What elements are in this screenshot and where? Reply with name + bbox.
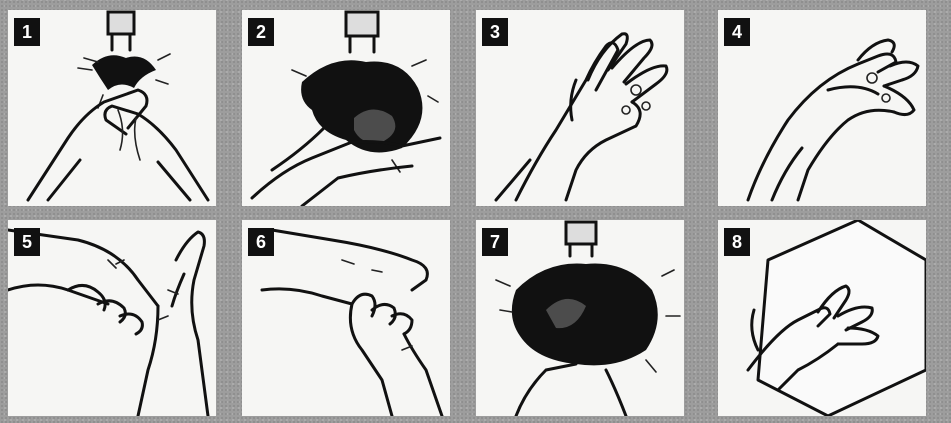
step-number-badge: 7 <box>482 228 508 256</box>
step-4-panel: 4 <box>718 10 926 206</box>
step-number-badge: 2 <box>248 18 274 46</box>
step-2-panel: 2 <box>242 10 450 206</box>
step-5-panel: 5 <box>8 220 216 416</box>
step-7-panel: 7 <box>476 220 684 416</box>
step-3-panel: 3 <box>476 10 684 206</box>
step-1-panel: 1 <box>8 10 216 206</box>
step-number-badge: 4 <box>724 18 750 46</box>
step-number-badge: 6 <box>248 228 274 256</box>
step-number-badge: 8 <box>724 228 750 256</box>
step-6-panel: 6 <box>242 220 450 416</box>
step-number-badge: 5 <box>14 228 40 256</box>
step-8-panel: 8 <box>718 220 926 416</box>
step-number-badge: 1 <box>14 18 40 46</box>
step-number-badge: 3 <box>482 18 508 46</box>
